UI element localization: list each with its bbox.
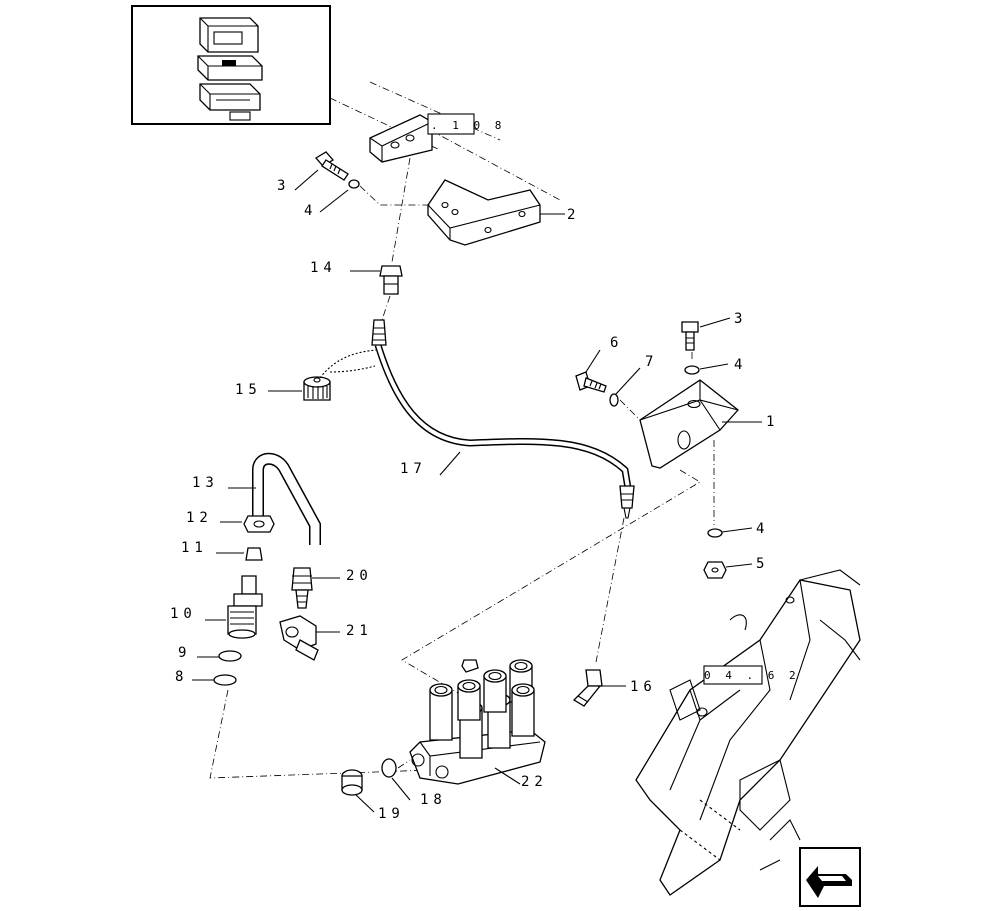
part-9-washer[interactable] [218, 650, 242, 662]
callout-14[interactable]: 14 [310, 260, 337, 276]
reference-0462[interactable]: 0 4 . 6 2 [704, 669, 800, 682]
callout-7[interactable]: 7 [645, 354, 658, 370]
part-12-nut[interactable] [243, 515, 275, 533]
callout-19[interactable]: 19 [378, 806, 405, 822]
callout-3-right[interactable]: 3 [734, 311, 747, 327]
callout-6[interactable]: 6 [610, 335, 623, 351]
part-8-washer[interactable] [213, 674, 237, 686]
part-15-dust-cap[interactable] [303, 349, 377, 401]
part-18-washer[interactable] [381, 758, 397, 778]
part-6-bolt[interactable] [575, 371, 607, 393]
callout-4-right-top[interactable]: 4 [734, 357, 747, 373]
part-20-fitting[interactable] [291, 567, 313, 609]
manifold-port-4 [457, 679, 481, 721]
part-19-plug[interactable] [341, 769, 363, 796]
part-17-hose[interactable] [371, 319, 635, 519]
callout-10[interactable]: 10 [170, 606, 197, 622]
part-4-washer-right-top[interactable] [684, 365, 700, 375]
part-3-bolt-upper[interactable] [314, 151, 349, 181]
callout-17[interactable]: 17 [400, 461, 427, 477]
part-2-bracket[interactable] [427, 179, 541, 246]
manifold-port-7 [511, 683, 535, 737]
callout-20[interactable]: 20 [346, 568, 373, 584]
callout-22[interactable]: 22 [521, 774, 548, 790]
callout-12[interactable]: 12 [186, 510, 213, 526]
part-10-adapter[interactable] [227, 575, 263, 639]
part-7-washer[interactable] [609, 393, 619, 407]
callout-18[interactable]: 18 [420, 792, 447, 808]
callout-13[interactable]: 13 [192, 475, 219, 491]
callout-4-upper[interactable]: 4 [304, 203, 317, 219]
part-11-ferrule[interactable] [245, 547, 263, 561]
part-13-tube[interactable] [252, 452, 321, 545]
part-5-nut[interactable] [703, 561, 727, 579]
part-4-washer-right-bottom[interactable] [707, 528, 723, 538]
manifold-port-1 [429, 683, 453, 741]
part-3-bolt-right[interactable] [681, 321, 699, 351]
callout-11[interactable]: 11 [181, 540, 208, 556]
part-22-manifold[interactable] [409, 659, 546, 785]
callout-8[interactable]: 8 [175, 669, 188, 685]
part-1-bracket[interactable] [639, 379, 739, 469]
part-21-elbow[interactable] [279, 615, 319, 661]
callout-1[interactable]: 1 [766, 414, 779, 430]
frame-bracket-upper [329, 81, 561, 201]
callout-2[interactable]: 2 [567, 207, 580, 223]
part-4-washer-upper[interactable] [348, 179, 360, 189]
reference-108[interactable]: . 1 0 8 [431, 119, 505, 132]
callout-3-upper[interactable]: 3 [277, 178, 290, 194]
callout-9[interactable]: 9 [178, 645, 191, 661]
loader-frame [635, 569, 861, 896]
previous-page-arrow-icon[interactable] [799, 847, 861, 907]
part-16-elbow[interactable] [572, 669, 603, 707]
callout-15[interactable]: 15 [235, 382, 262, 398]
part-14-fitting[interactable] [379, 265, 403, 295]
manifold-port-5 [483, 669, 507, 713]
callout-4-right-bottom[interactable]: 4 [756, 521, 769, 537]
callout-5[interactable]: 5 [756, 556, 769, 572]
callout-16[interactable]: 16 [630, 679, 657, 695]
callout-21[interactable]: 21 [346, 623, 373, 639]
assembly-thumbnail[interactable] [131, 5, 331, 125]
